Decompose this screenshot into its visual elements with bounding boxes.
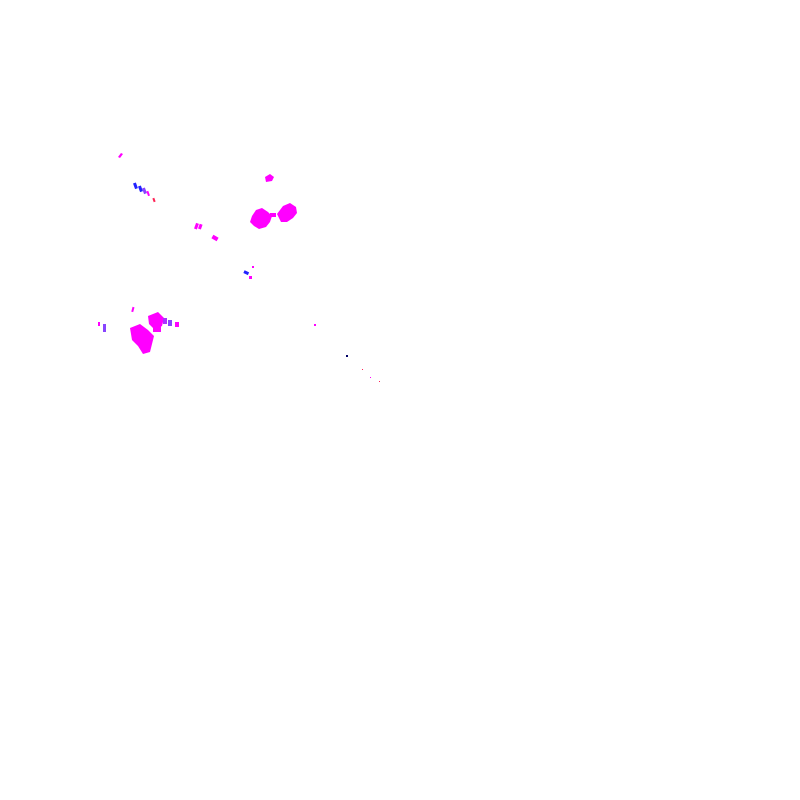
cluster-far-west: [98, 322, 106, 332]
patch: [138, 185, 143, 193]
patch: [103, 324, 106, 332]
patch: [243, 270, 250, 276]
patch: [118, 153, 123, 158]
patch: [146, 190, 150, 197]
patch: [153, 326, 161, 332]
patch: [175, 322, 179, 327]
patch: [270, 213, 276, 217]
patch: [314, 324, 316, 326]
patch: [277, 203, 297, 222]
patch: [98, 322, 100, 326]
patch: [346, 355, 348, 357]
patch: [265, 174, 274, 182]
patch: [133, 182, 138, 190]
patch: [379, 381, 380, 382]
patch: [168, 320, 172, 326]
cluster-middle-patches: [194, 222, 219, 242]
patch: [249, 276, 252, 279]
cluster-north-large: [250, 203, 297, 229]
cluster-center-blue: [243, 266, 254, 279]
patch: [211, 234, 219, 242]
cluster-southwest-large: [130, 306, 179, 354]
patch: [148, 312, 164, 330]
cluster-north-small: [265, 174, 274, 182]
patch: [362, 369, 363, 370]
patch: [152, 197, 156, 203]
patch: [142, 187, 147, 195]
patch: [194, 222, 199, 230]
cluster-blue-strip: [133, 182, 156, 203]
patch: [250, 208, 272, 229]
patch: [252, 266, 254, 268]
patch: [130, 324, 154, 354]
cluster-northwest-speck: [118, 153, 123, 158]
patch: [131, 306, 135, 313]
cluster-eastern-specks: [314, 324, 380, 382]
patch: [370, 377, 371, 378]
patch: [163, 318, 167, 324]
patch: [198, 223, 203, 230]
